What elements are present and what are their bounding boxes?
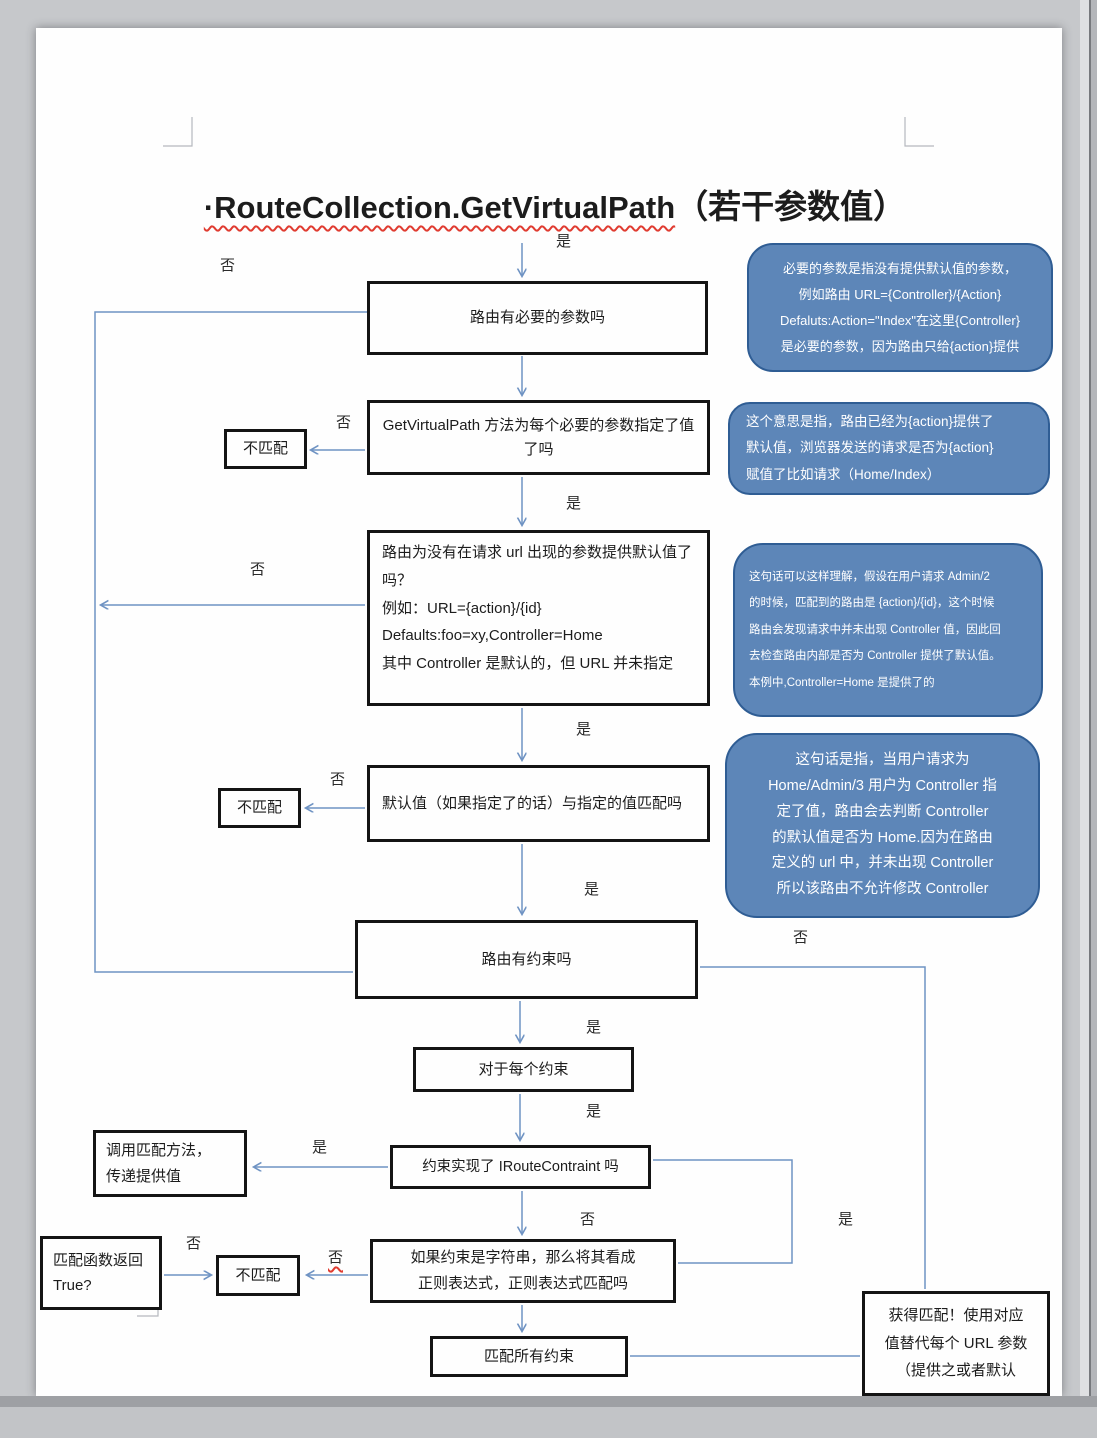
window-right-border [1089,0,1091,1438]
window-right-margin [1080,0,1089,1438]
flow-box-defaults-for-missing-params: 路由为没有在请求 url 出现的参数提供默认值了吗？ 例如：URL={actio… [367,530,710,706]
flow-box-has-required-params: 路由有必要的参数吗 [367,281,708,355]
flow-box-call-match-method: 调用匹配方法， 传递提供值 [93,1130,247,1197]
callout-action-default-note: 这个意思是指，路由已经为{action}提供了 默认值，浏览器发送的请求是否为{… [728,402,1050,495]
branch-label-yes: 是 [586,1019,602,1036]
branch-label-yes: 是 [838,1211,854,1228]
window-bottom-band [0,1407,1097,1438]
branch-label-yes: 是 [566,495,582,512]
branch-label-yes: 是 [576,721,592,738]
title-suffix: （若干参数值） [675,190,907,226]
flow-box-for-each-constraint: 对于每个约束 [413,1047,634,1092]
callout-home-admin3-example-note: 这句话是指，当用户请求为 Home/Admin/3 用户为 Controller… [725,733,1040,918]
flow-box-default-equals-specified: 默认值（如果指定了的话）与指定的值匹配吗 [367,765,710,842]
flow-box-no-match-3: 不匹配 [216,1255,300,1296]
flow-box-getvirtualpath-values: GetVirtualPath 方法为每个必要的参数指定了值了吗 [367,400,710,475]
callout-required-params-note: 必要的参数是指没有提供默认值的参数， 例如路由 URL={Controller}… [747,243,1053,372]
branch-label-yes: 是 [556,233,572,250]
flow-box-match-obtained: 获得匹配！使用对应 值替代每个 URL 参数 （提供之或者默认 [862,1291,1050,1396]
title-method-name: ·RouteCollection.GetVirtualPath [203,190,676,225]
flow-box-no-match-2: 不匹配 [218,788,301,828]
branch-label-no: 否 [328,1249,344,1266]
flow-box-no-match-1: 不匹配 [224,429,307,469]
branch-label-yes: 是 [584,881,600,898]
branch-label-no: 否 [330,771,346,788]
branch-label-no: 否 [793,929,809,946]
flow-box-has-constraints: 路由有约束吗 [355,920,698,999]
window-right-edge [1091,0,1097,1438]
flow-box-implements-iroutecontraint: 约束实现了 IRouteContraint 吗 [390,1145,651,1189]
flow-box-all-constraints-matched: 匹配所有约束 [430,1336,628,1377]
branch-label-no: 否 [336,414,352,431]
flow-box-string-constraint-regex: 如果约束是字符串，那么将其看成 正则表达式，正则表达式匹配吗 [370,1239,676,1303]
flow-box-match-returns-true: 匹配函数返回 True? [40,1236,162,1310]
branch-label-no: 否 [250,561,266,578]
branch-label-no: 否 [580,1211,596,1228]
callout-admin2-example-note: 这句话可以这样理解，假设在用户请求 Admin/2 的时候，匹配到的路由是 {a… [733,543,1043,717]
branch-label-yes: 是 [312,1139,328,1156]
branch-label-no: 否 [186,1235,202,1252]
window-bottom-shadow [0,1396,1097,1407]
branch-label-yes: 是 [586,1103,602,1120]
page-title: ·RouteCollection.GetVirtualPath（若干参数值） [75,180,1035,228]
branch-label-no: 否 [220,257,236,274]
